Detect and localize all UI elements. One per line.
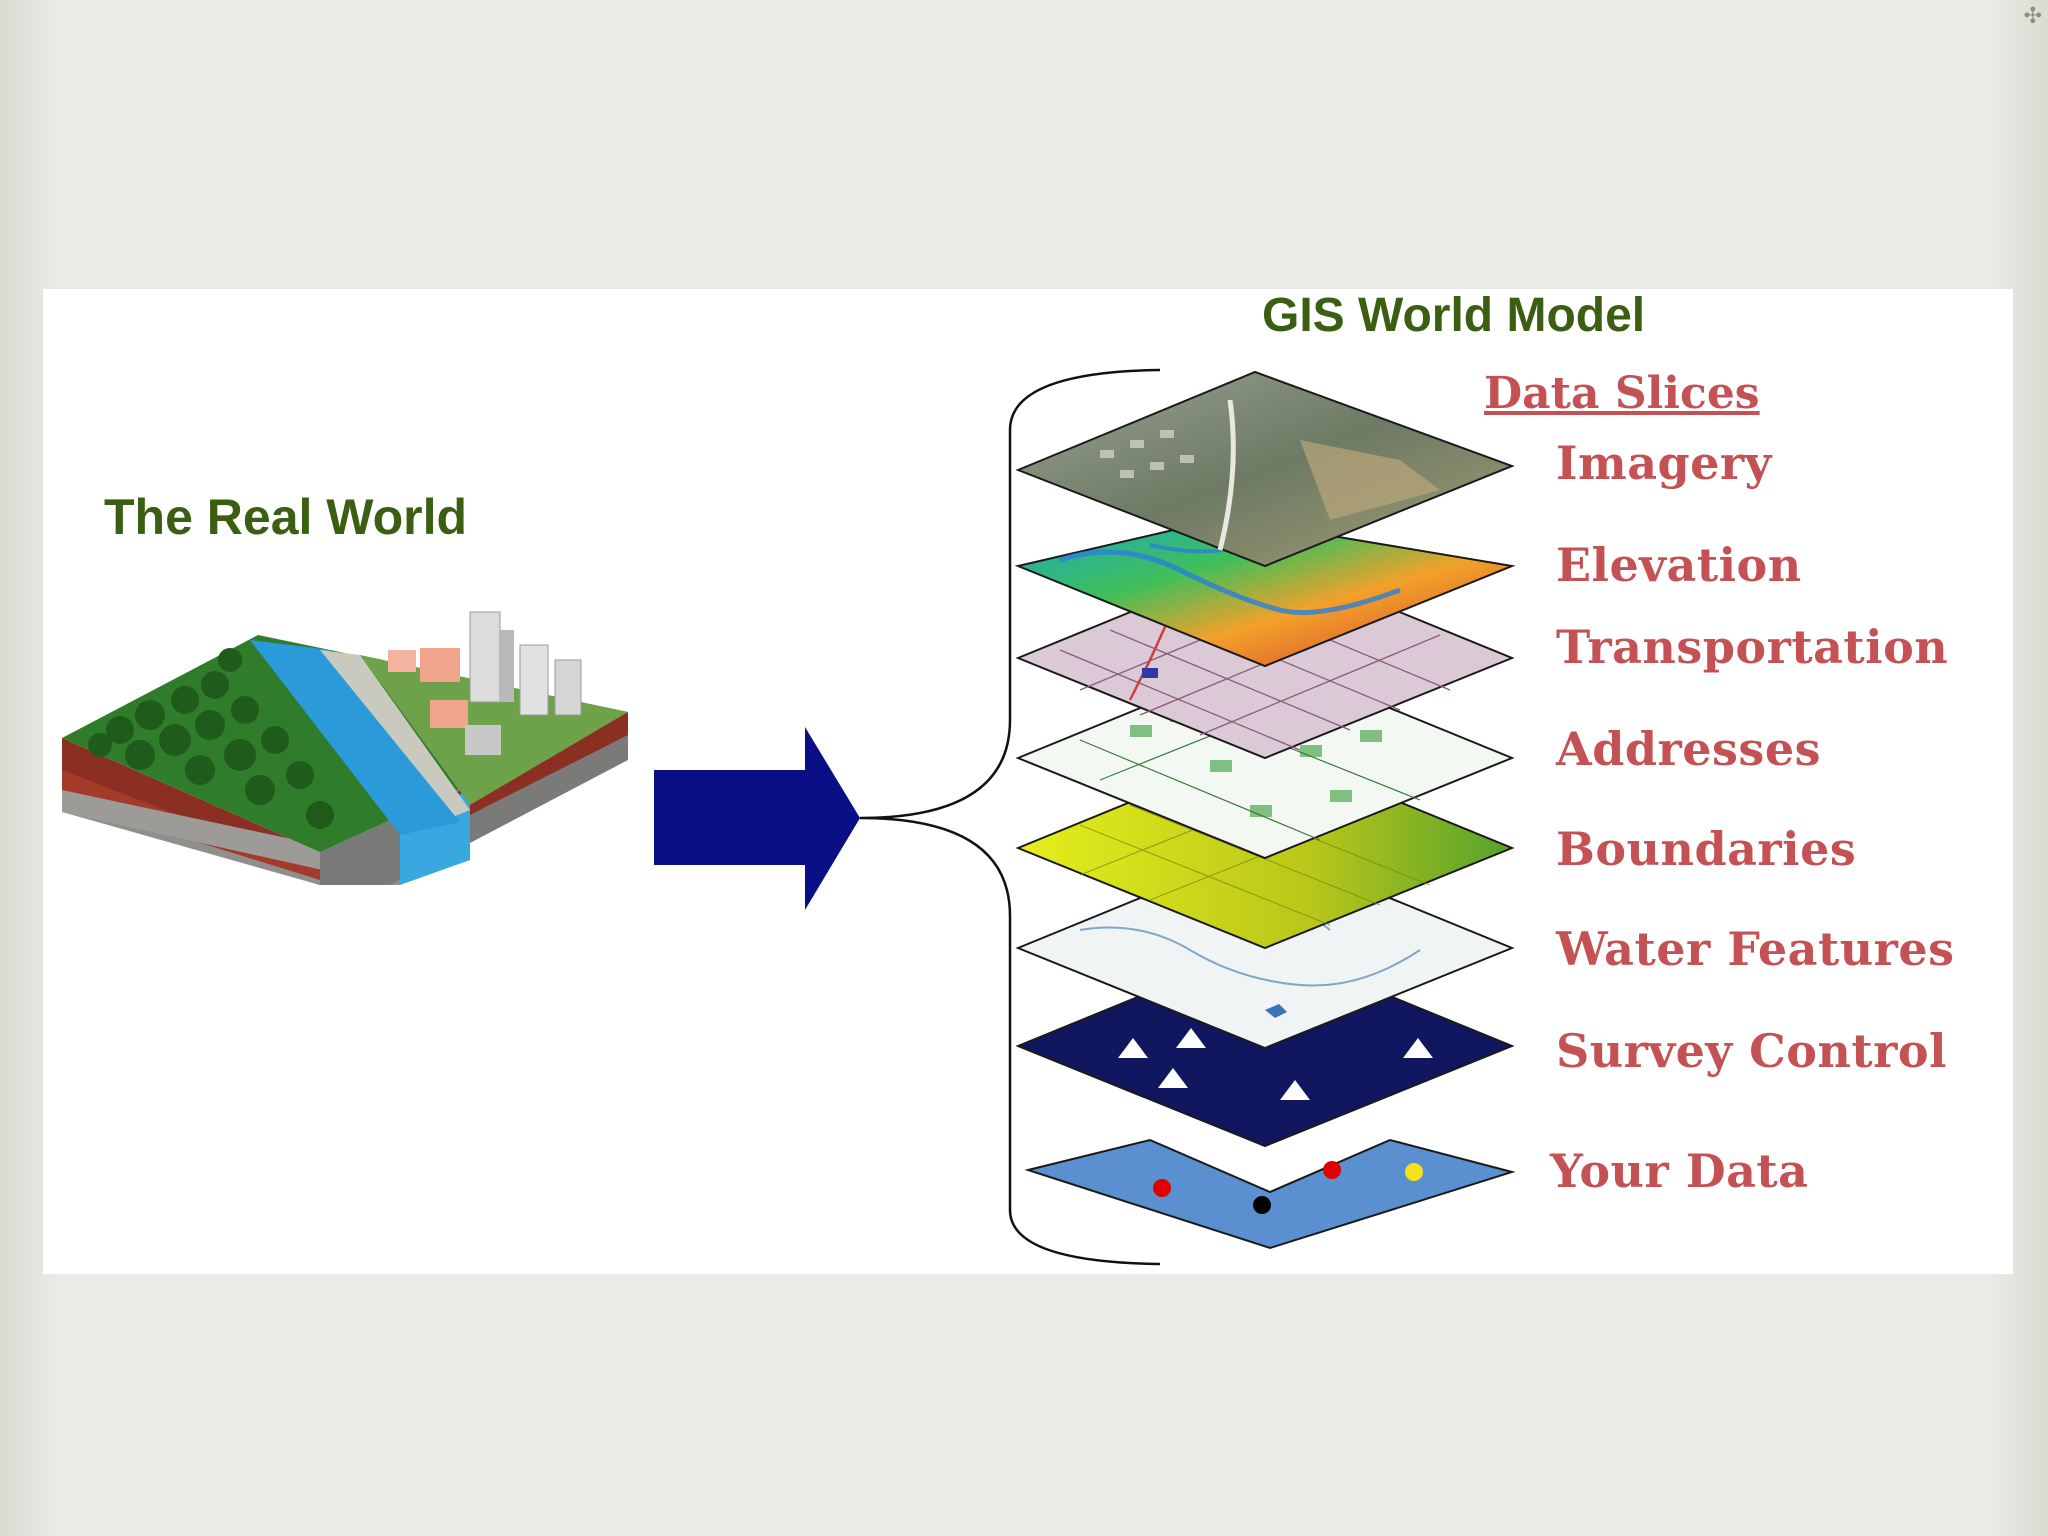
real-world-title: The Real World <box>104 489 468 545</box>
layer-label-imagery: Imagery <box>1556 436 1772 490</box>
layer-label-transportation: Transportation <box>1556 620 1949 674</box>
real-world-terrain-illustration <box>62 611 628 885</box>
data-slices-title: Data Slices <box>1484 368 1760 419</box>
layer-label-your-data: Your Data <box>1550 1144 1809 1198</box>
layer-label-water-features: Water Features <box>1556 922 1955 976</box>
layer-label-elevation: Elevation <box>1556 538 1802 592</box>
layer-label-survey-control: Survey Control <box>1556 1024 1948 1078</box>
layer-label-addresses: Addresses <box>1556 722 1821 776</box>
transform-arrow <box>654 727 860 910</box>
gis-model-title: GIS World Model <box>1262 289 1646 342</box>
layer-elevation <box>1014 516 1516 668</box>
layer-label-boundaries: Boundaries <box>1556 822 1857 876</box>
corner-ornament-icon: ✣ <box>2023 4 2042 29</box>
layer-your-data <box>1024 1138 1516 1250</box>
curly-brace <box>859 368 1161 1266</box>
layer-imagery <box>1015 370 1515 568</box>
